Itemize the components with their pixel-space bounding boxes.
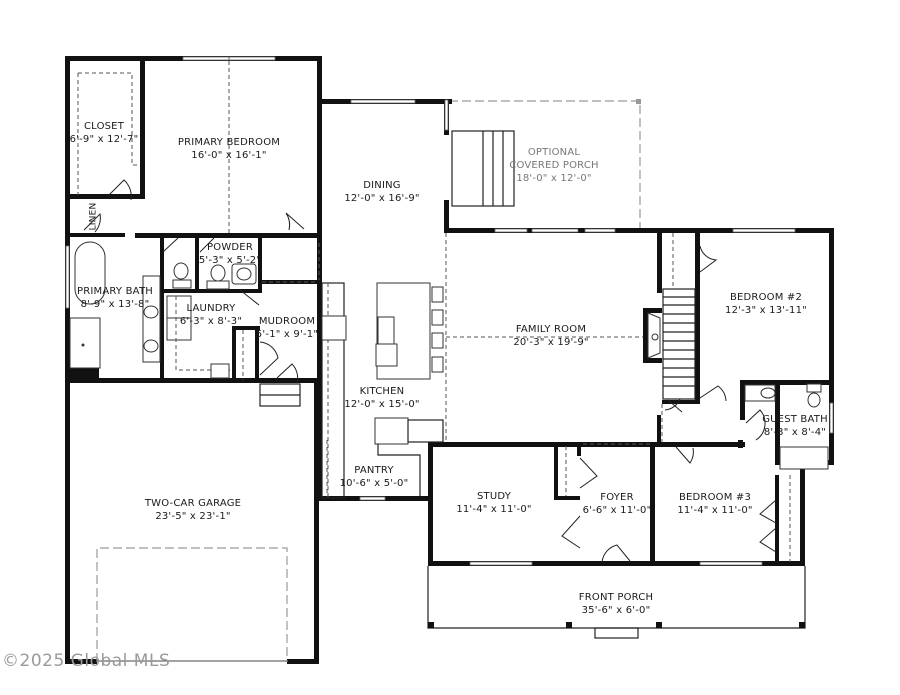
room-label-front-porch: FRONT PORCH 35'-6" x 6'-0" — [579, 591, 653, 617]
room-name: PANTRY — [354, 465, 394, 476]
garage-door-outline — [96, 547, 288, 662]
room-label-dining: DINING 12'-0" x 16'-9" — [344, 179, 419, 205]
room-name: FOYER — [600, 492, 634, 503]
room-label-kitchen: KITCHEN 12'-0" x 15'-0" — [344, 385, 419, 411]
room-name: PRIMARY BEDROOM — [177, 137, 281, 148]
room-label-bedroom-2: BEDROOM #2 12'-3" x 13'-11" — [725, 291, 807, 317]
room-dimensions: 12'-3" x 13'-11" — [725, 305, 807, 316]
room-label-primary-bath: PRIMARY BATH 8'-9" x 13'-8" — [77, 285, 153, 311]
room-dimensions: 6'-6" x 11'-0" — [582, 505, 652, 516]
room-name: FRONT PORCH — [578, 592, 654, 603]
room-name: MUDROOM — [258, 316, 316, 327]
room-dimensions: 12'-0" x 15'-0" — [344, 399, 420, 410]
room-name: BEDROOM #3 — [678, 492, 752, 503]
room-label-foyer: FOYER 6'-6" x 11'-0" — [583, 491, 652, 517]
room-dimensions: 20'-3" x 19'-9" — [513, 337, 589, 348]
room-dimensions: 8'-9" x 13'-8" — [80, 299, 150, 310]
room-dimensions: 5'-3" x 5'-2" — [198, 255, 262, 266]
room-label-closet: CLOSET 6'-9" x 12'-7" — [70, 120, 139, 146]
room-label-primary-bedroom: PRIMARY BEDROOM 16'-0" x 16'-1" — [178, 136, 280, 162]
room-dimensions: 23'-5" x 23'-1" — [155, 511, 231, 522]
stairs — [662, 288, 696, 400]
room-dimensions: 10'-6" x 5'-0" — [339, 478, 409, 489]
room-label-powder: POWDER 5'-3" x 5'-2" — [199, 241, 261, 267]
room-label-guest-bath: GUEST BATH 8'-3" x 8'-4" — [762, 413, 828, 439]
room-name: TWO-CAR GARAGE — [144, 498, 242, 509]
room-name: BEDROOM #2 — [729, 292, 803, 303]
linen-label: LINEN — [88, 202, 99, 231]
room-name: LAUNDRY — [186, 303, 236, 314]
room-label-laundry: LAUNDRY 6'-3" x 8'-3" — [180, 302, 242, 328]
room-label-study: STUDY 11'-4" x 11'-0" — [456, 490, 531, 516]
room-name: OPTIONAL — [527, 147, 581, 158]
room-label-mudroom: MUDROOM 5'-1" x 9'-1" — [256, 315, 318, 341]
room-name: KITCHEN — [359, 386, 405, 397]
room-name: STUDY — [476, 491, 512, 502]
room-dimensions: 11'-4" x 11'-0" — [677, 505, 753, 516]
room-dimensions: 18'-0" x 12'-0" — [516, 173, 592, 184]
room-dimensions: 12'-0" x 16'-9" — [344, 193, 420, 204]
fixtures — [69, 61, 829, 562]
room-dimensions: 35'-6" x 6'-0" — [581, 605, 651, 616]
room-dimensions: 11'-4" x 11'-0" — [456, 504, 532, 515]
room-dimensions: 8'-3" x 8'-4" — [763, 427, 827, 438]
room-label-bedroom-3: BEDROOM #3 11'-4" x 11'-0" — [677, 491, 752, 517]
room-name: PRIMARY BATH — [77, 286, 153, 297]
room-dimensions: 5'-1" x 9'-1" — [255, 329, 319, 340]
room-name: POWDER — [207, 242, 253, 253]
room-dimensions: 6'-3" x 8'-3" — [179, 316, 243, 327]
room-label-optional-covered-porch: OPTIONAL COVERED PORCH 18'-0" x 12'-0" — [509, 146, 598, 185]
room-label-two-car-garage: TWO-CAR GARAGE 23'-5" x 23'-1" — [145, 497, 241, 523]
room-name: COVERED PORCH — [509, 160, 599, 171]
room-name: CLOSET — [83, 121, 125, 132]
room-dimensions: 16'-0" x 16'-1" — [191, 150, 267, 161]
copyright-watermark: ©2025 Global MLS — [2, 651, 171, 671]
room-label-family-room: FAMILY ROOM 20'-3" x 19'-9" — [513, 323, 588, 349]
exterior-walls — [65, 56, 834, 664]
room-name: DINING — [363, 180, 401, 191]
interior-walls — [70, 61, 834, 566]
room-name: GUEST BATH — [762, 414, 828, 425]
room-dimensions: 6'-9" x 12'-7" — [69, 134, 139, 145]
windows — [65, 56, 834, 566]
room-label-pantry: PANTRY 10'-6" x 5'-0" — [340, 464, 409, 490]
doors — [83, 179, 777, 563]
room-name: FAMILY ROOM — [515, 324, 587, 335]
front-porch-outline — [427, 566, 806, 639]
optional-porch-outline — [449, 99, 641, 228]
